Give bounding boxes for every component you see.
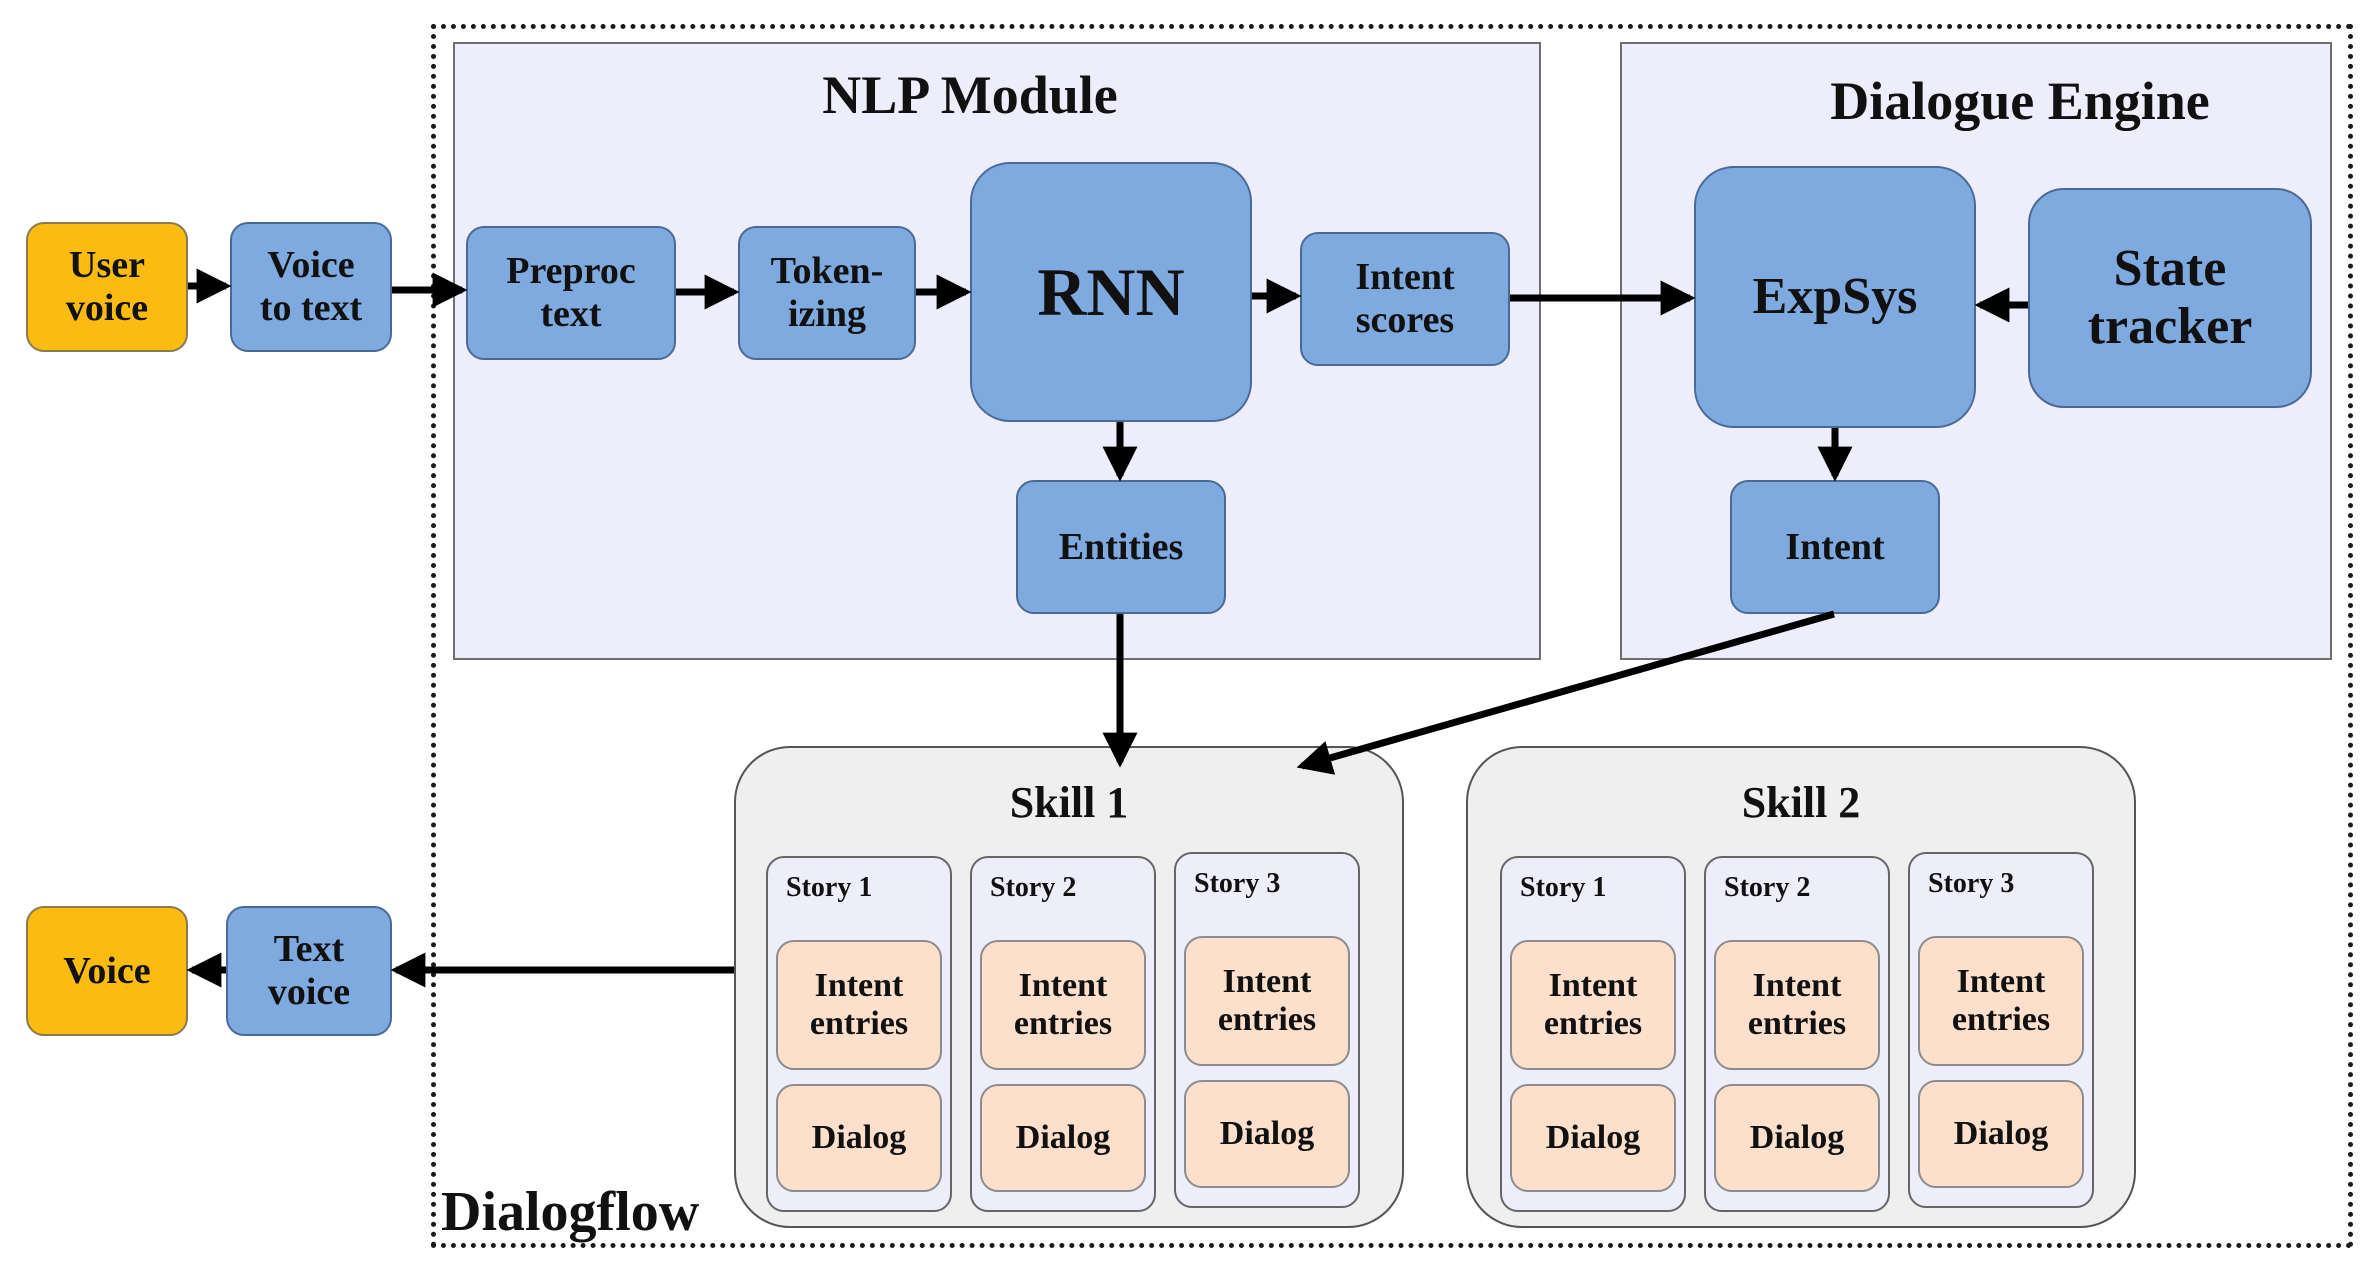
skill-1-story-3-dialog: Dialog [1184,1080,1350,1188]
text-voice-box: Text voice [226,906,392,1036]
user-voice-box: User voice [26,222,188,352]
intent-scores-box: Intent scores [1300,232,1510,366]
nlp-module-title: NLP Module [822,64,1118,125]
skill-2-story-2-dialog: Dialog [1714,1084,1880,1192]
tokenizing-box: Token- izing [738,226,916,360]
arrow-intent-to-skill-1 [1296,610,1835,775]
skill-1-story-1-title: Story 1 [786,872,873,903]
state-tracker-box: State tracker [2028,188,2312,408]
voice-to-text-box: Voice to text [230,222,392,352]
skill-2-story-2-title: Story 2 [1724,872,1811,903]
skill-1-story-1-intent-entries: Intent entries [776,940,942,1070]
skill-2-story-1-dialog: Dialog [1510,1084,1676,1192]
skill-1-story-3-intent-entries: Intent entries [1184,936,1350,1066]
skill-2-story-3-title: Story 3 [1928,868,2015,899]
voice-output-box: Voice [26,906,188,1036]
expsys-box: ExpSys [1694,166,1976,428]
skill-2-title: Skill 2 [1741,778,1861,828]
dialogflow-container [431,24,2353,1248]
intent-box: Intent [1730,480,1940,614]
skill-1-story-3-title: Story 3 [1194,868,1281,899]
entities-box: Entities [1016,480,1226,614]
dialogue-engine-title: Dialogue Engine [1830,70,2210,131]
preproc-text-box: Preproc text [466,226,676,360]
skill-2-story-3-dialog: Dialog [1918,1080,2084,1188]
skill-1-title: Skill 1 [1009,778,1129,828]
dialogflow-label: Dialogflow [441,1181,700,1243]
skill-2-story-3-intent-entries: Intent entries [1918,936,2084,1066]
skill-2-story-1-intent-entries: Intent entries [1510,940,1676,1070]
skill-2-story-1-title: Story 1 [1520,872,1607,903]
skill-1-story-2-intent-entries: Intent entries [980,940,1146,1070]
skill-1-story-2-dialog: Dialog [980,1084,1146,1192]
rnn-box: RNN [970,162,1252,422]
skill-1-story-2-title: Story 2 [990,872,1077,903]
skill-2-story-2-intent-entries: Intent entries [1714,940,1880,1070]
skill-1-story-1-dialog: Dialog [776,1084,942,1192]
